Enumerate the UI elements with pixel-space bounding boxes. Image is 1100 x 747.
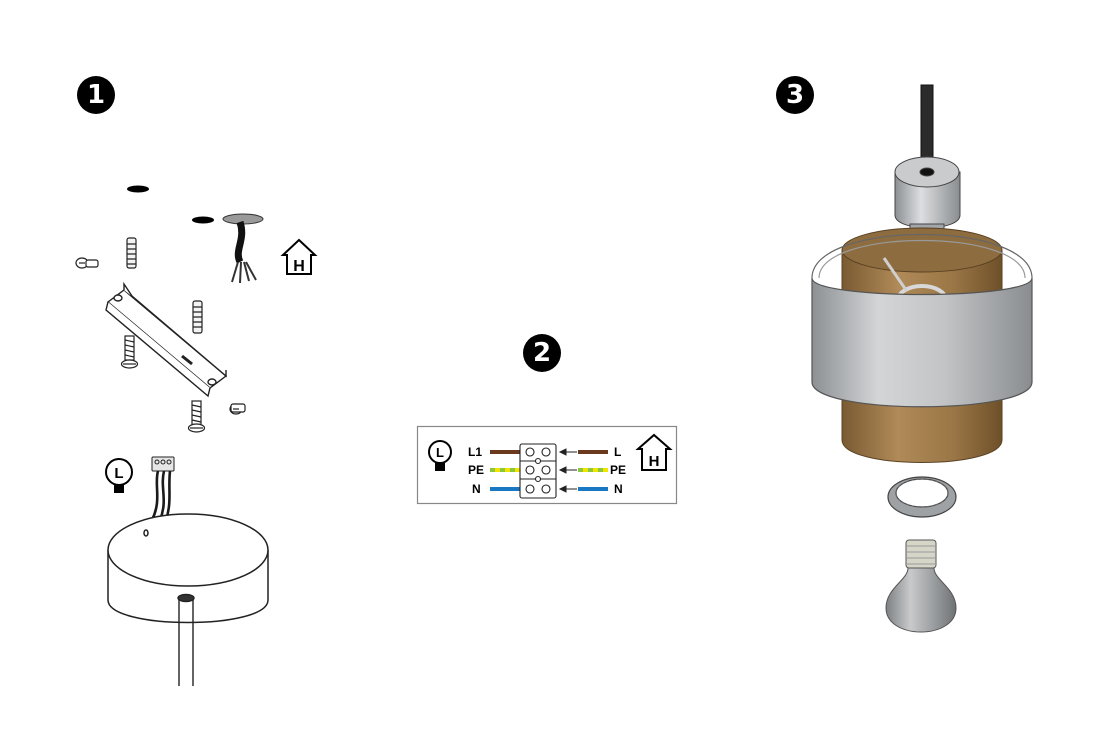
wire-label-pe-house: PE — [610, 463, 626, 477]
terminal-block — [151, 456, 175, 472]
wall-plug — [192, 300, 203, 334]
wire-label-n-house: N — [614, 482, 623, 496]
ceiling-hole — [192, 216, 214, 224]
step-1-badge: 1 — [77, 76, 115, 114]
terminal-block — [519, 443, 557, 499]
lamp-wires — [150, 470, 172, 521]
svg-text:H: H — [293, 258, 305, 275]
lamp-holder-cap — [894, 156, 961, 235]
house-symbol-icon: H — [280, 238, 318, 275]
lock-ring — [887, 476, 957, 518]
lamp-symbol-icon: L — [428, 440, 452, 471]
pendant-cable — [177, 593, 195, 686]
svg-text:L: L — [436, 445, 444, 460]
ceiling-cable-icon — [222, 213, 264, 284]
screw-icon — [229, 403, 246, 415]
wall-plug — [126, 237, 137, 269]
light-bulb-icon — [885, 539, 957, 633]
step-2-wiring-panel: L H L1 PE N L PE N — [416, 425, 678, 505]
wire-label-l: L — [614, 445, 621, 459]
chrome-band — [811, 234, 1033, 408]
house-symbol-icon: H — [635, 433, 673, 471]
wire-label-l1: L1 — [468, 445, 482, 459]
step-2-badge: 2 — [523, 334, 561, 372]
step-3-badge: 3 — [776, 76, 814, 114]
ceiling-hole — [127, 185, 149, 193]
svg-text:L: L — [114, 465, 123, 482]
ceiling-canopy — [107, 513, 269, 624]
arrow-icon — [558, 448, 577, 493]
lamp-symbol-icon: L — [105, 458, 133, 493]
mounting-bracket — [105, 281, 228, 398]
screw-icon — [120, 335, 139, 369]
wire-label-n-lamp: N — [472, 482, 481, 496]
wire-label-pe-lamp: PE — [468, 463, 484, 477]
svg-text:H: H — [649, 453, 660, 470]
screw-icon — [187, 400, 206, 433]
step-1-mounting: H — [75, 185, 318, 686]
screw-icon — [75, 257, 99, 269]
step-3-lamp-assembly — [811, 84, 1033, 633]
